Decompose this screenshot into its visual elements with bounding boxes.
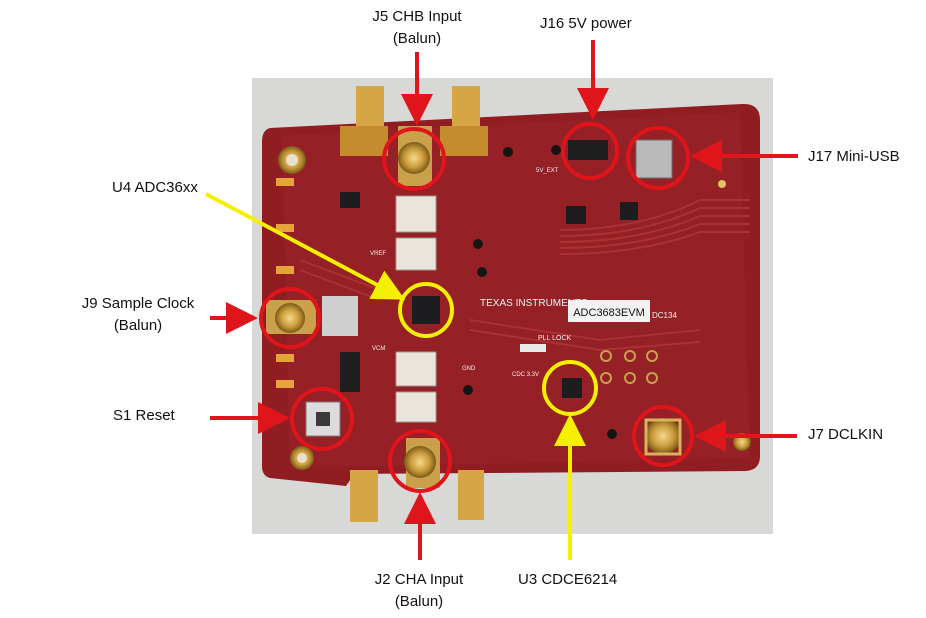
adc-chip: [412, 296, 440, 324]
j2-label-line2: (Balun): [394, 593, 444, 610]
j9-circle: [259, 287, 321, 349]
j7-circle: [632, 405, 694, 467]
s1-label: S1 Reset: [113, 405, 175, 427]
j9-label: J9 Sample Clock (Balun): [73, 293, 203, 337]
yellow-arrows: [205, 192, 586, 560]
board-model-silk: ADC3683EVM: [573, 307, 645, 319]
board-code-silk: DC134: [652, 311, 677, 320]
j17-label: J17 Mini-USB: [808, 146, 900, 168]
s1-circle: [290, 387, 354, 451]
sma-connector-top-mid: [398, 126, 432, 186]
j7-label-text: J7 DCLKIN: [808, 426, 884, 443]
u4-label-text: U4 ADC36xx: [112, 179, 198, 196]
ti-logo-text: TEXAS INSTRUMENTS: [480, 298, 588, 309]
j17-label-text: J17 Mini-USB: [808, 148, 900, 165]
arrow-u4: [205, 192, 406, 300]
j5-circle: [382, 127, 446, 191]
u3-label: U3 CDCE6214: [518, 569, 617, 591]
j2-circle: [388, 429, 452, 493]
5v-ext-silk: 5V_EXT: [536, 168, 559, 174]
u4-label: U4 ADC36xx: [112, 177, 198, 199]
sma-connector-top-right: [440, 86, 488, 156]
j16-label: J16 5V power: [540, 13, 632, 35]
s1-label-text: S1 Reset: [113, 407, 175, 424]
pcb: ADC3683EVM TEXAS INSTRUMENTS DC134 PLL L…: [262, 86, 760, 522]
cdc-silk: CDC 3.3V: [512, 372, 539, 378]
j2-label-line1: J2 CHA Input: [374, 571, 464, 588]
vref-silk: VREF: [370, 251, 386, 257]
j9-label-line2: (Balun): [113, 317, 163, 334]
j5-label: J5 CHB Input (Balun): [357, 6, 477, 50]
j2-label: J2 CHA Input (Balun): [357, 569, 481, 613]
j16-circle: [561, 122, 619, 180]
highlight-circles: [259, 122, 694, 493]
j17-circle: [626, 126, 690, 190]
j5-label-line1: J5 CHB Input: [372, 8, 462, 25]
u4-circle: [398, 282, 454, 338]
clock-chip: [562, 378, 582, 398]
vcm-silk: VCM: [372, 346, 385, 352]
j5-label-line2: (Balun): [392, 30, 442, 47]
sma-connector-top-left: [340, 86, 388, 156]
j16-label-text: J16 5V power: [540, 15, 632, 32]
j9-label-line1: J9 Sample Clock: [81, 295, 195, 312]
pll-lock-silk: PLL LOCK: [538, 335, 572, 342]
j7-label: J7 DCLKIN: [808, 424, 883, 446]
u3-label-text: U3 CDCE6214: [518, 571, 618, 588]
red-arrows: [210, 40, 798, 560]
gnd-silk: GND: [462, 366, 476, 372]
